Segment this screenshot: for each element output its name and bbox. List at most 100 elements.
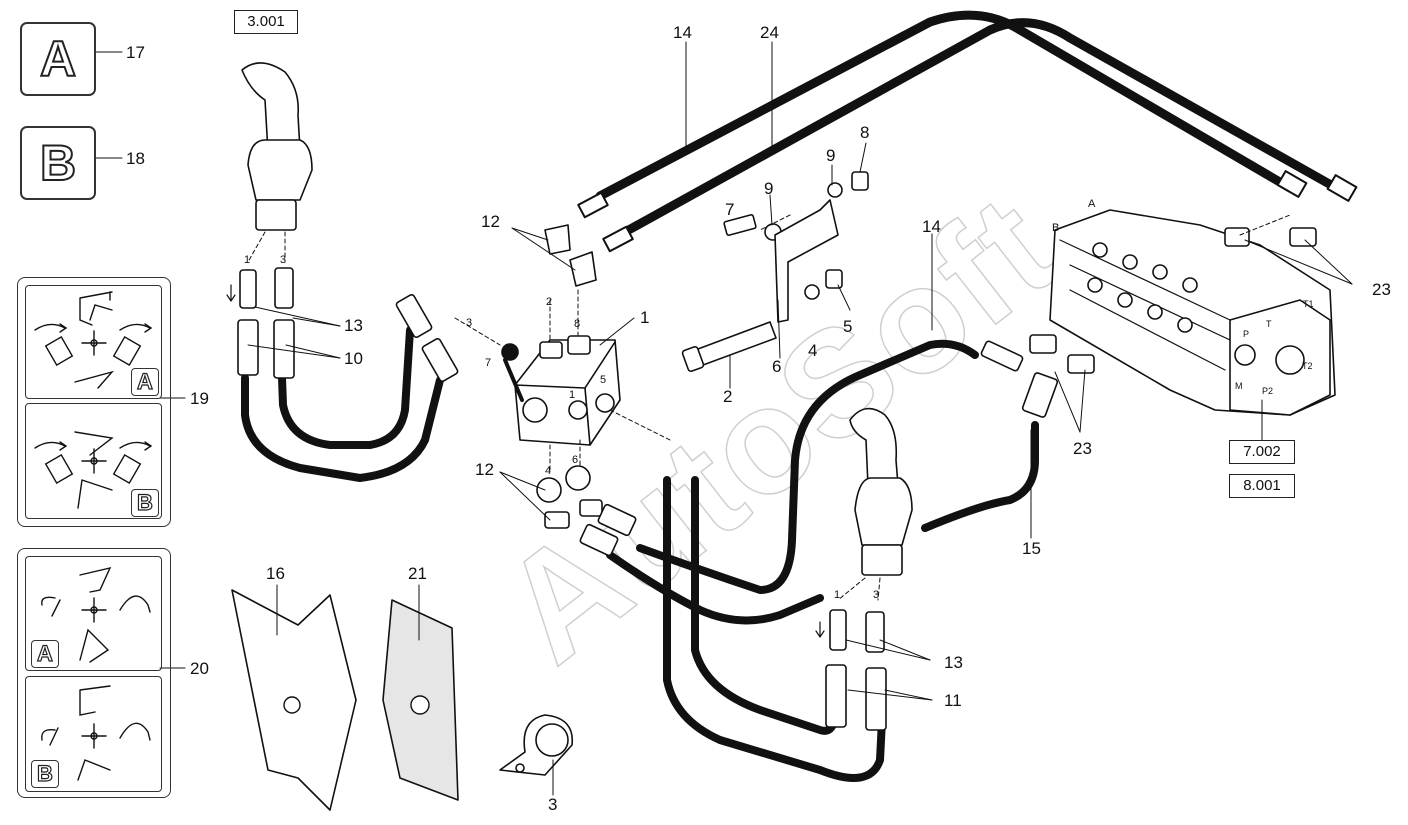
- ref-box-valve-bank-2: 8.001: [1229, 474, 1295, 498]
- joystick-right-port-3: 3: [873, 589, 880, 601]
- port-label-6: 6: [572, 454, 579, 466]
- badge-20-b-text: B: [36, 761, 53, 786]
- fittings-12-lower: [536, 465, 637, 557]
- leader-lines: [94, 41, 1353, 796]
- hose-14-upper: [595, 10, 1295, 201]
- control-pattern-20-frame: [17, 548, 171, 798]
- valve-label-t2: T2: [1302, 361, 1313, 371]
- hose-port-label-3: 3: [466, 317, 473, 329]
- valve-hose-ends: [980, 340, 1059, 418]
- badge-19-a: A: [131, 368, 159, 396]
- valve-label-a: A: [1088, 198, 1096, 210]
- port-label-5: 5: [600, 374, 607, 386]
- joystick-right-fittings: [825, 609, 887, 731]
- control-pattern-19-panel-b: [25, 403, 162, 519]
- control-pattern-19-panel-a: [25, 285, 162, 399]
- callout-14-b: 14: [922, 217, 941, 236]
- control-valve-bank: [1029, 209, 1336, 416]
- badge-20-a-text: A: [36, 641, 53, 666]
- bolt-bracket-assembly: [681, 171, 869, 373]
- callout-19: 19: [190, 389, 209, 408]
- badge-19-b-text: B: [136, 490, 153, 515]
- joystick-left-port-1: 1: [244, 254, 251, 266]
- legend-letter-b: B: [20, 126, 96, 200]
- hose-port-label-7: 7: [485, 357, 492, 369]
- joystick-right-port-1: 1: [834, 589, 841, 601]
- control-pattern-19-frame: [17, 277, 171, 527]
- port-label-1: 1: [569, 389, 576, 401]
- hose-10-loop-outer: [241, 374, 444, 482]
- callout-9-a: 9: [764, 179, 774, 198]
- callout-6: 6: [772, 357, 782, 376]
- joystick-left-fittings: [237, 267, 459, 383]
- callout-12-b: 12: [475, 460, 494, 479]
- callout-7: 7: [725, 200, 735, 219]
- valve-label-b: B: [1052, 222, 1060, 234]
- hose-10-loop-inner: [278, 326, 414, 449]
- joystick-left: [241, 62, 313, 231]
- dashed-guides: [247, 214, 1291, 601]
- callout-9-b: 9: [826, 146, 836, 165]
- pattern-19-panel-a-icons: [34, 291, 153, 389]
- valve-label-t: T: [1266, 319, 1272, 329]
- grille-plate-21-hole: [410, 695, 430, 715]
- badge-19-a-text: A: [136, 369, 153, 394]
- callout-3: 3: [548, 795, 558, 814]
- badge-19-b: B: [131, 489, 159, 517]
- joystick-right: [849, 407, 913, 576]
- callout-11: 11: [944, 691, 962, 710]
- valve-label-m: M: [1235, 381, 1243, 391]
- hose-low: [606, 551, 824, 625]
- callout-14-a: 14: [673, 23, 692, 42]
- callout-23-b: 23: [1073, 439, 1092, 458]
- port-label-2: 2: [546, 296, 553, 308]
- hose-end-fitting: [577, 191, 609, 219]
- pattern-20-panel-a-icons: [41, 566, 151, 663]
- callout-8: 8: [860, 123, 870, 142]
- hose-15: [921, 421, 1039, 532]
- control-pattern-20-panel-a: [25, 556, 162, 671]
- legend-letter-a-text: A: [39, 31, 77, 87]
- callout-1: 1: [640, 308, 650, 327]
- pattern-20-panel-b-icons: [41, 685, 151, 781]
- valve-label-p2: P2: [1262, 386, 1274, 396]
- callout-12-a: 12: [481, 212, 500, 231]
- callout-2: 2: [723, 387, 733, 406]
- callout-15: 15: [1022, 539, 1041, 558]
- joystick-left-port-3: 3: [280, 254, 287, 266]
- badge-20-b: B: [31, 760, 59, 788]
- port-label-4: 4: [545, 465, 552, 477]
- valve-label-p: P: [1243, 329, 1250, 339]
- callout-23-a: 23: [1372, 280, 1391, 299]
- callout-16: 16: [266, 564, 285, 583]
- callout-18: 18: [126, 149, 145, 168]
- hose-end-fitting: [1326, 174, 1358, 202]
- callout-4: 4: [808, 341, 818, 360]
- callout-17: 17: [126, 43, 145, 62]
- valve-label-t1: T1: [1303, 299, 1314, 309]
- callout-10: 10: [344, 349, 363, 368]
- port-label-8: 8: [574, 318, 581, 330]
- hose-loop-inner: [691, 476, 839, 735]
- ref-box-valve-bank-1: 7.002: [1229, 440, 1295, 464]
- pattern-19-panel-b-icons: [34, 431, 153, 509]
- hose-24-upper: [620, 18, 1345, 237]
- arrow-down-right: [815, 621, 825, 638]
- fittings-12-upper: [544, 224, 597, 287]
- control-pattern-20-panel-b: [25, 676, 162, 792]
- hose-loop-outer: [663, 476, 886, 782]
- hose-clamp: [499, 714, 574, 776]
- callout-13-a: 13: [344, 316, 363, 335]
- badge-20-a: A: [31, 640, 59, 668]
- valve-block-1: [501, 335, 621, 446]
- hose-end-fitting: [1276, 170, 1308, 198]
- callout-5: 5: [843, 317, 853, 336]
- callout-20: 20: [190, 659, 209, 678]
- callout-24: 24: [760, 23, 779, 42]
- callout-21: 21: [408, 564, 427, 583]
- hose-14-lower: [636, 339, 979, 594]
- callout-13-b: 13: [944, 653, 963, 672]
- legend-letter-a: A: [20, 22, 96, 96]
